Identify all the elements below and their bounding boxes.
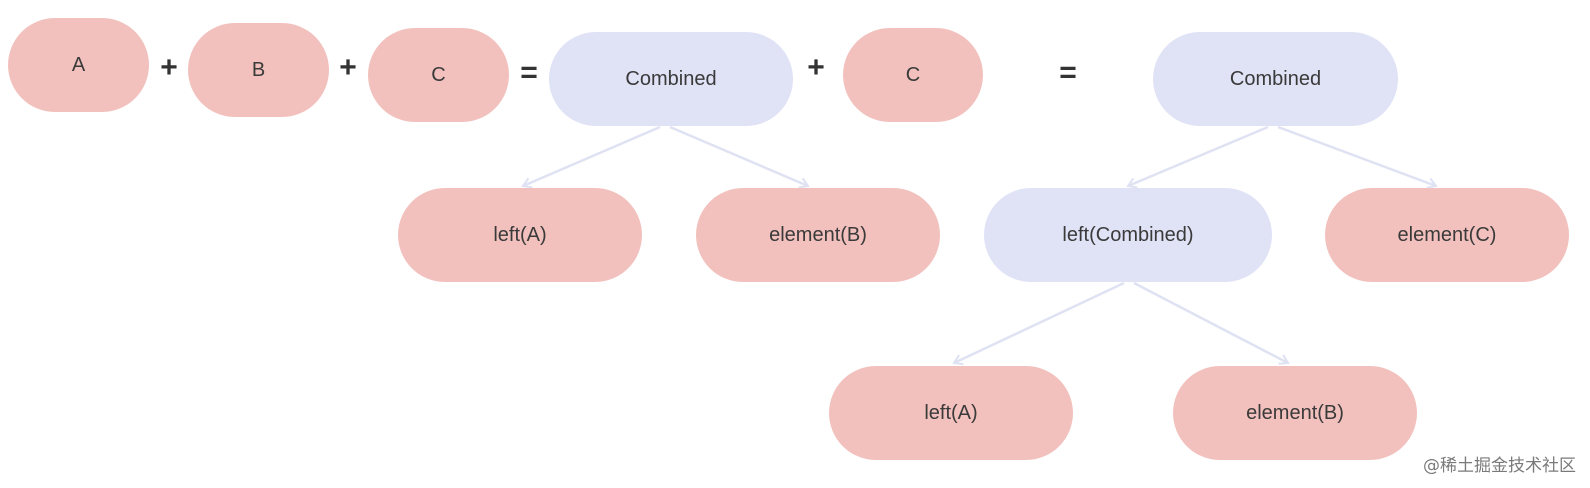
node-b: B [188, 23, 329, 117]
edge-combined1-element [669, 125, 810, 189]
plus-sign: + [807, 51, 825, 84]
node-c-second: C [843, 28, 983, 122]
edge-combined1-left [521, 125, 661, 189]
node-combined-result: Combined [1153, 32, 1398, 126]
node-sub-element-b: element(B) [1173, 366, 1417, 460]
equals-sign: = [520, 56, 538, 89]
node-element-b: element(B) [696, 188, 940, 282]
edge-combined2-element [1277, 125, 1438, 189]
edge-combined2-left [1126, 125, 1269, 189]
node-c: C [368, 28, 509, 122]
plus-sign: + [160, 51, 178, 84]
equals-sign: = [1059, 56, 1077, 89]
edge-leftcombined-left [952, 281, 1125, 366]
node-combined: Combined [549, 32, 793, 126]
node-a: A [8, 18, 149, 112]
edge-leftcombined-element [1133, 281, 1290, 365]
node-sub-left-a: left(A) [829, 366, 1073, 460]
node-left-a: left(A) [398, 188, 642, 282]
watermark: @稀土掘金技术社区 [1423, 456, 1576, 476]
node-left-combined: left(Combined) [984, 188, 1272, 282]
node-element-c: element(C) [1325, 188, 1569, 282]
plus-sign: + [339, 51, 357, 84]
